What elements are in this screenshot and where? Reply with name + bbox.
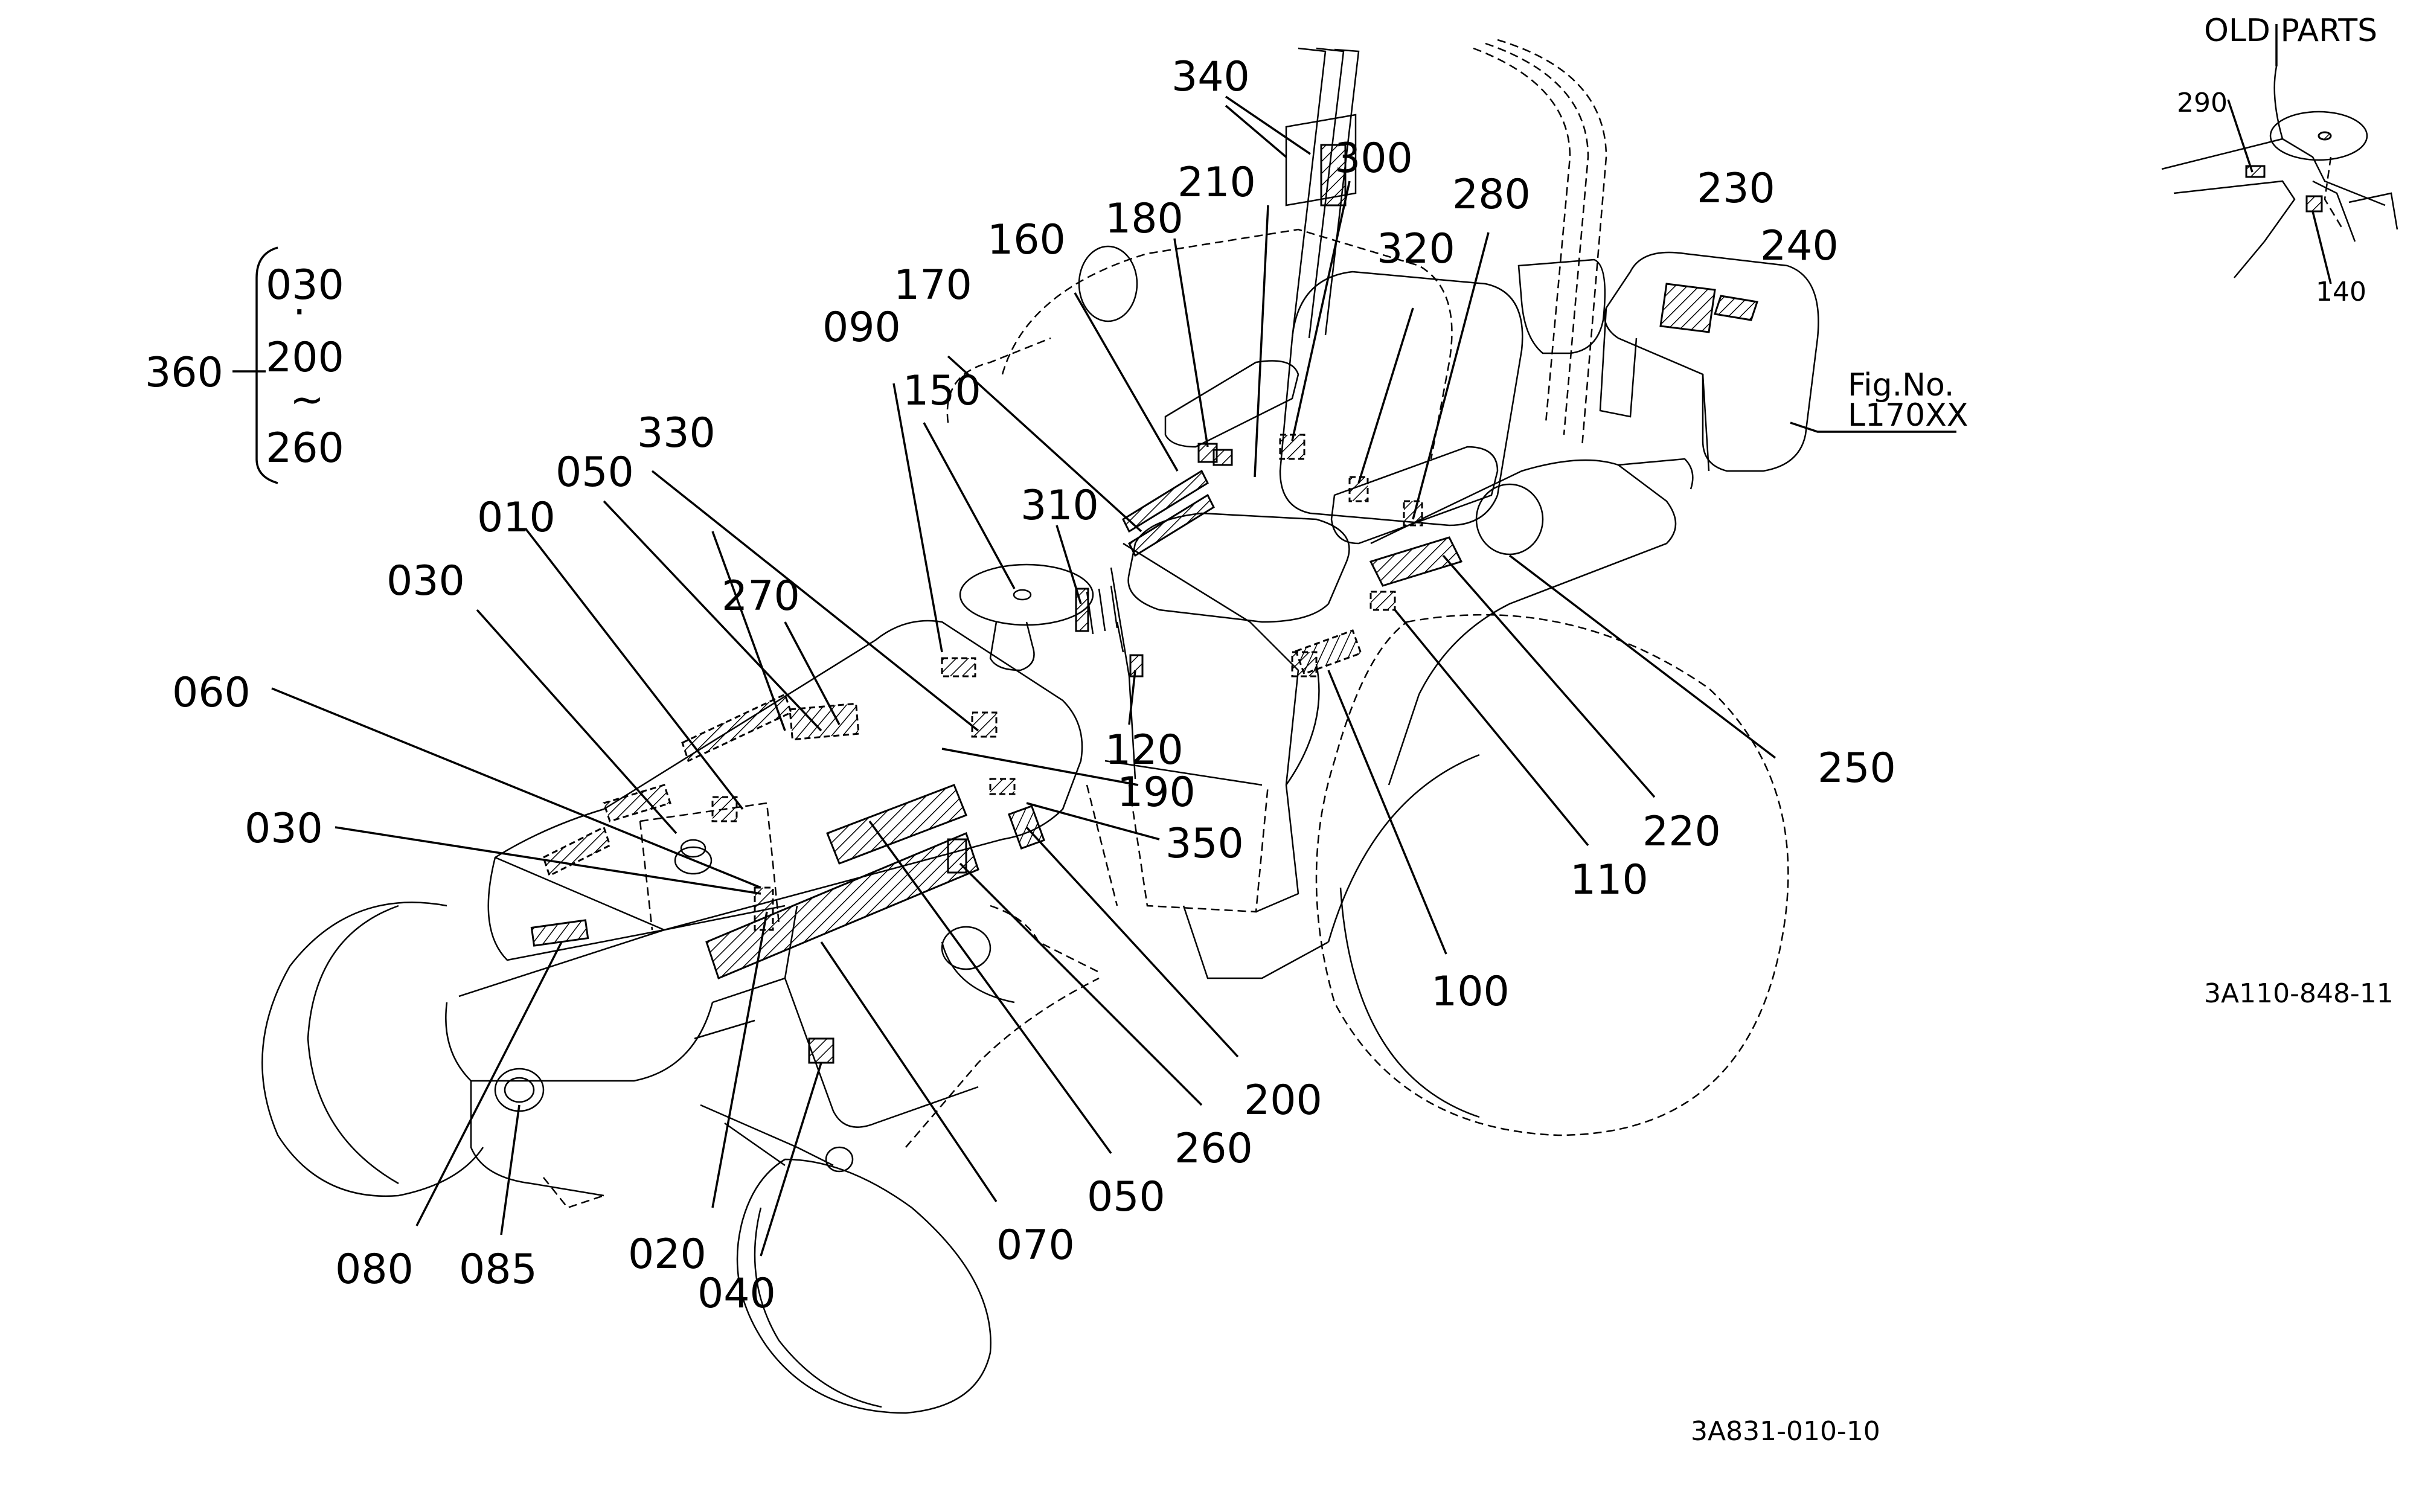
callout-200: 200 bbox=[1244, 1077, 1322, 1124]
callout-350: 350 bbox=[1165, 820, 1244, 868]
callout-260: 260 bbox=[1174, 1125, 1253, 1173]
fig-ref-line2: L170XX bbox=[1848, 397, 1968, 434]
callout-210: 210 bbox=[1177, 159, 1256, 207]
callout-050-bottom: 050 bbox=[1087, 1173, 1165, 1221]
callout-070: 070 bbox=[996, 1222, 1075, 1269]
tractor-drawing bbox=[261, 39, 2398, 1414]
callout-050-top: 050 bbox=[556, 449, 634, 496]
inset-label-290: 290 bbox=[2177, 88, 2228, 118]
group-last-label: 260 bbox=[266, 424, 344, 472]
callout-060: 060 bbox=[172, 669, 251, 717]
group-tilde: ~ bbox=[290, 376, 324, 424]
light-left-top bbox=[1078, 245, 1138, 322]
group-parent-label: 360 bbox=[145, 349, 223, 397]
callout-100: 100 bbox=[1431, 968, 1510, 1016]
callout-230: 230 bbox=[1697, 165, 1775, 213]
rear-right-wheel bbox=[1315, 458, 1789, 1136]
callout-150: 150 bbox=[903, 367, 981, 415]
callout-110: 110 bbox=[1570, 856, 1648, 904]
callout-220: 220 bbox=[1642, 808, 1721, 856]
callout-080: 080 bbox=[335, 1246, 414, 1293]
callout-330: 330 bbox=[637, 409, 716, 457]
leader-lines bbox=[232, 24, 2332, 1257]
callout-120: 120 bbox=[1105, 726, 1184, 774]
callout-030-mid: 030 bbox=[245, 805, 323, 853]
group-middle-label: 200 bbox=[266, 334, 344, 382]
callout-030-top: 030 bbox=[386, 557, 465, 605]
seat bbox=[1127, 271, 1523, 623]
callout-020: 020 bbox=[628, 1231, 706, 1278]
callout-310: 310 bbox=[1020, 482, 1099, 530]
callout-040: 040 bbox=[697, 1270, 776, 1318]
callout-240: 240 bbox=[1760, 222, 1839, 270]
callout-340: 340 bbox=[1171, 53, 1250, 101]
front-wheels bbox=[261, 902, 1100, 1414]
callout-300: 300 bbox=[1334, 135, 1413, 182]
steering-wheel bbox=[959, 563, 1094, 671]
fig-ref-line1: Fig.No. bbox=[1848, 367, 1954, 403]
inset-title: OLD PARTS bbox=[2204, 13, 2377, 49]
old-parts-inset bbox=[2161, 66, 2398, 278]
callout-170: 170 bbox=[894, 261, 972, 309]
callout-085: 085 bbox=[459, 1246, 537, 1293]
callout-270: 270 bbox=[722, 572, 800, 620]
rops-frame bbox=[1285, 39, 1607, 447]
inset-code: 3A110-848-11 bbox=[2204, 978, 2394, 1009]
drawing-code: 3A831-010-10 bbox=[1691, 1416, 1880, 1447]
callout-010: 010 bbox=[477, 494, 556, 542]
callout-labels: 340 210 300 180 280 160 320 170 230 240 … bbox=[145, 13, 2394, 1447]
callout-280: 280 bbox=[1452, 171, 1531, 219]
group-first-label: 030 bbox=[266, 261, 344, 309]
inset-label-140: 140 bbox=[2316, 277, 2366, 307]
callout-160: 160 bbox=[987, 216, 1066, 264]
group-dot: · bbox=[293, 289, 306, 336]
callout-180: 180 bbox=[1105, 195, 1184, 243]
fender-part bbox=[1599, 251, 1819, 472]
callout-090: 090 bbox=[822, 304, 901, 351]
callout-250: 250 bbox=[1818, 745, 1896, 792]
callout-320: 320 bbox=[1377, 225, 1455, 273]
light-right bbox=[1475, 483, 1544, 556]
callout-190: 190 bbox=[1117, 769, 1196, 816]
